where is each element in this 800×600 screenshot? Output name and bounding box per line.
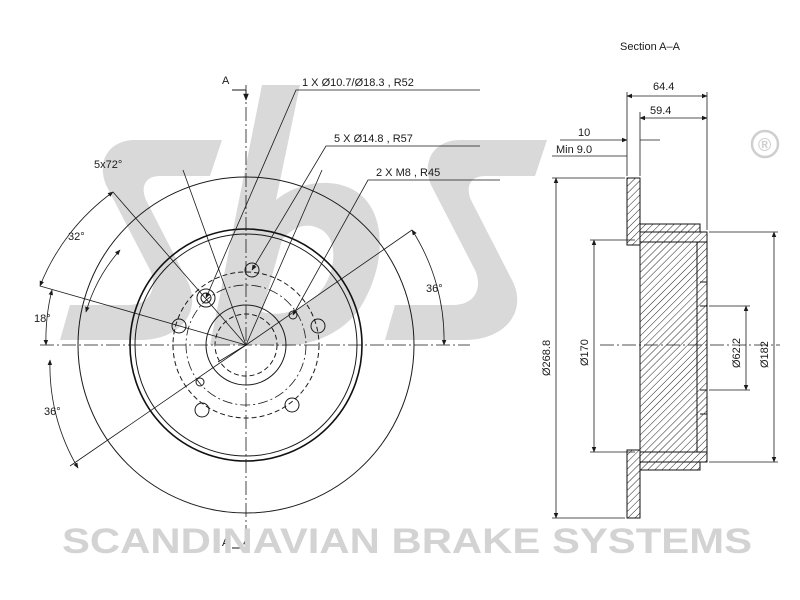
radial-line (245, 229, 413, 346)
hat-top-flange (639, 231, 708, 243)
dim-hat-height: 59.4 (650, 105, 671, 117)
dim-center-bore: Ø62.2 (731, 338, 743, 368)
friction-ring-top (626, 177, 641, 246)
radial-line (217, 344, 247, 363)
radial-line (182, 169, 247, 346)
angle-label-18: 18° (34, 313, 51, 325)
angle-label-36-bottom: 36° (44, 406, 61, 418)
angle-arc-36-right (411, 229, 447, 346)
registered-mark: ® (758, 135, 771, 155)
bolt-hole (244, 262, 260, 278)
angle-arc-72 (39, 191, 114, 287)
friction-ring-inner-edge (129, 228, 363, 462)
threaded-hole (195, 377, 205, 387)
bolt-hole (310, 318, 326, 334)
radial-line (112, 191, 247, 346)
dim-inner-dia: Ø170 (579, 339, 591, 366)
counterbore-hole-outer (196, 288, 216, 308)
angle-label-36-right: 36° (426, 283, 443, 295)
radial-line (39, 285, 247, 346)
section-mark-bottom: A (222, 537, 230, 549)
hat-bottom-flange (639, 451, 708, 463)
hat-face (696, 241, 708, 453)
leader-hole-5 (251, 145, 480, 271)
bolt-hole (284, 397, 300, 413)
angle-label-pitch: 5x72° (94, 159, 122, 171)
bolt-hole (171, 318, 187, 334)
center-bore-dashed (214, 313, 278, 377)
angle-arc-32 (85, 249, 121, 313)
dim-outer-dia: Ø268.8 (541, 340, 553, 376)
friction-ring-bottom (626, 449, 641, 519)
front-view (39, 85, 500, 549)
watermark-company-name: SCANDINAVIAN BRAKE SYSTEMS (62, 522, 752, 561)
dim-thickness: 10 (578, 127, 590, 139)
leader-hole-1 (205, 89, 480, 299)
section-title: Section A–A (620, 41, 681, 53)
section-view (552, 92, 780, 519)
angle-arc-36-bottom (47, 359, 79, 469)
dim-hat-dia: Ø182 (759, 341, 771, 368)
hat-outer-edge (134, 233, 358, 457)
pcd-circle (185, 284, 307, 406)
leader-thread-2 (292, 179, 500, 316)
radial-line (245, 169, 323, 346)
sbs-watermark-logo (60, 85, 547, 347)
angle-arc-18 (43, 289, 53, 346)
callout-hole-1: 1 X Ø10.7/Ø18.3 , R52 (302, 77, 414, 89)
section-mark-top: A (222, 75, 230, 87)
callout-thread-2: 2 X M8 , R45 (376, 167, 440, 179)
callout-hole-5: 5 X Ø14.8 , R57 (334, 133, 413, 145)
angle-label-32: 32° (68, 231, 85, 243)
center-bore-outer (205, 304, 287, 386)
hat-dashed-circle (172, 271, 320, 419)
bolt-hole (194, 402, 210, 418)
registered-mark-ring (750, 129, 780, 159)
dim-min-thickness: Min 9.0 (556, 144, 592, 156)
radial-line (69, 344, 247, 467)
dim-overall-height: 64.4 (653, 81, 674, 93)
